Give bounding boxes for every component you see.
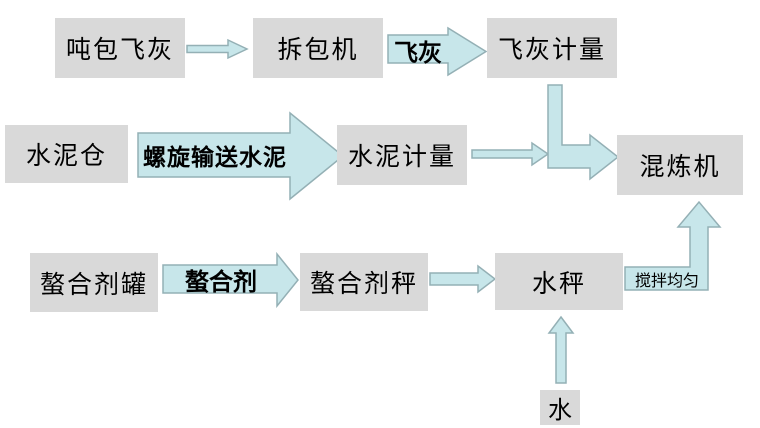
arrow-chelating-agent-icon xyxy=(162,251,299,309)
node-water-scale: 水秤 xyxy=(495,253,623,310)
node-fly-ash-metering: 飞灰计量 xyxy=(487,18,617,78)
node-water: 水 xyxy=(540,390,580,425)
node-mixer: 混炼机 xyxy=(617,135,743,195)
arrow-water-up-icon xyxy=(547,315,575,384)
arrow-tonbag-to-unpacker-icon xyxy=(186,38,249,60)
arrow-mix-elbow-to-mixer-icon xyxy=(624,200,722,291)
node-cement-silo: 水泥仓 xyxy=(5,125,128,183)
arrow-label-screw-convey-cement: 螺旋输送水泥 xyxy=(143,145,287,170)
node-chelating-agent-tank: 螯合剂罐 xyxy=(30,253,158,312)
arrow-label-fly-ash: 飞灰 xyxy=(394,40,442,67)
node-cement-metering: 水泥计量 xyxy=(337,125,467,185)
node-unpacking-machine: 拆包机 xyxy=(253,18,383,78)
arrow-chelscale-to-waterscale-icon xyxy=(429,264,497,294)
node-ton-bag-fly-ash: 吨包飞灰 xyxy=(55,18,185,78)
arrow-cement-to-junction-icon xyxy=(471,141,550,167)
arrow-flyash-elbow-to-mixer-icon xyxy=(547,84,620,181)
arrow-fly-ash-icon xyxy=(387,26,488,77)
node-chelating-agent-scale: 螯合剂秤 xyxy=(300,253,428,311)
arrow-label-chelating-agent: 螯合剂 xyxy=(185,269,257,296)
arrow-label-mix-evenly: 搅拌均匀 xyxy=(634,273,699,290)
arrow-screw-cement-icon xyxy=(137,111,345,201)
